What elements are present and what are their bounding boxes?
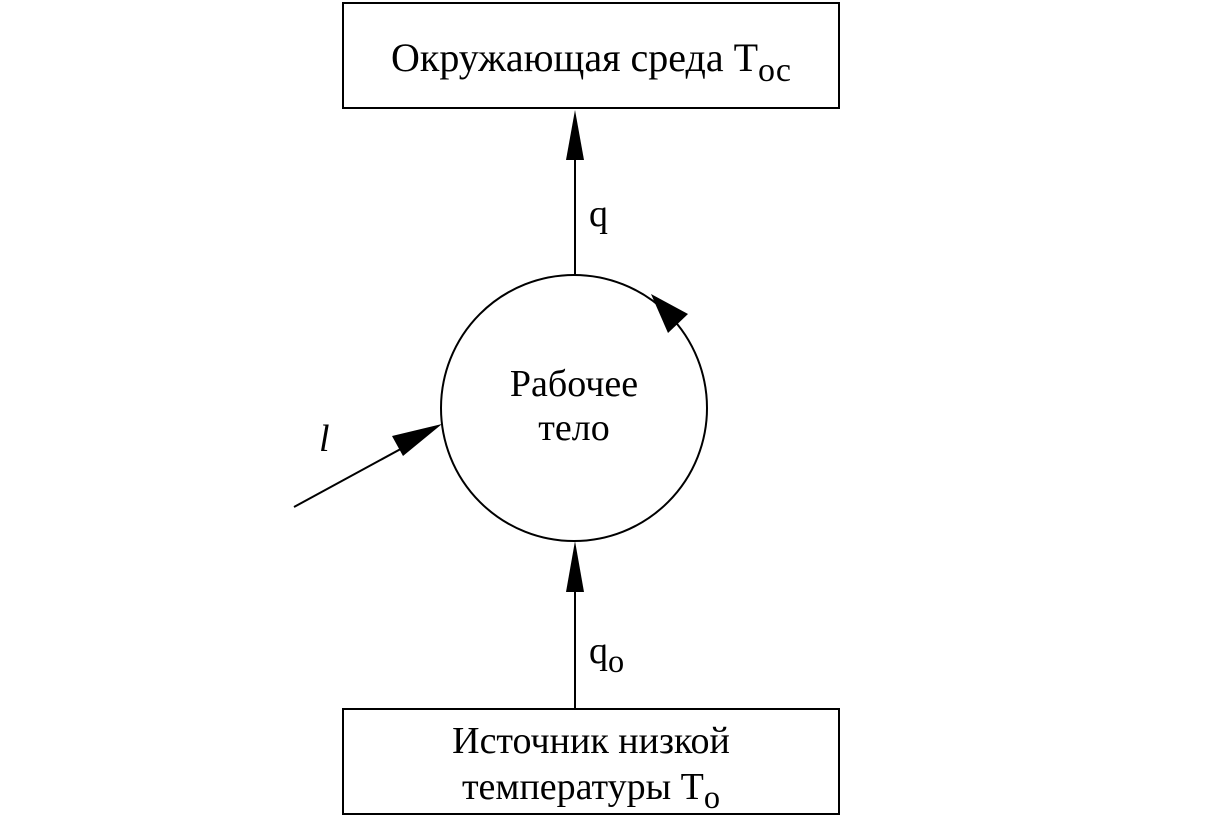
heat-out-label: q [589, 195, 608, 233]
working-body-line2: тело [538, 407, 610, 449]
heat-out-arrowhead [566, 110, 584, 160]
heat-in-arrowhead [566, 541, 584, 592]
work-label: l [319, 420, 330, 458]
low-temperature-source-subscript: о [703, 779, 721, 816]
low-temperature-source-line2-text: температуры T [461, 766, 704, 808]
work-label-text: l [319, 418, 330, 460]
environment-box-text: Окружающая среда T [391, 35, 759, 80]
low-temperature-source-line1: Источник низкой [452, 720, 730, 762]
work-input-line [293, 444, 409, 508]
environment-box-subscript: ос [758, 51, 791, 89]
working-body-label: Рабочее тело [454, 362, 694, 450]
work-input-arrowhead [392, 424, 442, 456]
working-body-line1: Рабочее [509, 363, 639, 405]
heat-in-label-subscript: о [608, 643, 625, 680]
working-body-circle [440, 274, 708, 542]
low-temperature-source-box: Источник низкой температуры Tо [342, 708, 840, 815]
low-temperature-source-line2: температуры Tо [344, 764, 838, 815]
heat-in-label-text: q [589, 630, 608, 672]
heat-in-label: qо [589, 630, 624, 677]
cycle-direction-arrowhead [651, 294, 688, 333]
environment-box: Окружающая среда Tос [342, 2, 840, 109]
heat-out-label-text: q [589, 193, 608, 235]
